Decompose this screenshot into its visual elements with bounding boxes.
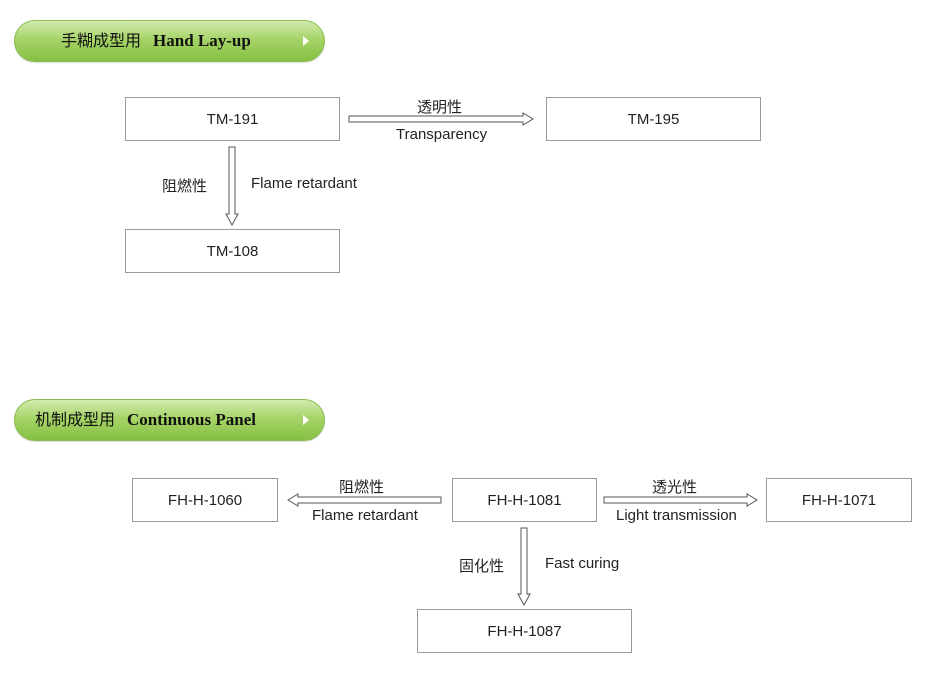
section-header-label: 手糊成型用 Hand Lay-up — [61, 21, 251, 61]
edge-label-flame-retardant-en: Flame retardant — [251, 175, 357, 192]
arrow-fh1081-to-fh1071 — [603, 493, 758, 507]
play-arrow-icon — [303, 36, 309, 46]
product-box-tm191[interactable]: TM-191 — [125, 97, 340, 141]
product-box-tm108[interactable]: TM-108 — [125, 229, 340, 273]
section-title-en: Hand Lay-up — [153, 31, 251, 50]
arrow-fh1081-to-fh1087 — [517, 527, 531, 607]
section-header-hand-layup[interactable]: 手糊成型用 Hand Lay-up — [14, 20, 325, 62]
play-arrow-icon — [303, 415, 309, 425]
product-label: FH-H-1087 — [487, 622, 562, 640]
product-label: TM-195 — [627, 110, 680, 128]
edge-label-fast-curing-en: Fast curing — [545, 555, 620, 572]
product-label: FH-H-1071 — [801, 491, 877, 509]
section-title-cn: 手糊成型用 — [61, 31, 142, 50]
product-label: FH-H-1081 — [487, 491, 562, 509]
edge-label-light-transmission-en: Light transmission — [616, 507, 737, 524]
section-header-label: 机制成型用 Continuous Panel — [35, 400, 256, 440]
section-title-cn: 机制成型用 — [35, 410, 116, 429]
product-box-tm195[interactable]: TM-195 — [546, 97, 761, 141]
edge-label-flame-retardant-en: Flame retardant — [312, 507, 418, 524]
product-label: FH-H-1060 — [167, 491, 243, 509]
edge-label-flame-retardant-cn: 阻燃性 — [162, 177, 208, 195]
product-label: TM-108 — [206, 242, 259, 260]
arrow-tm191-to-tm108 — [225, 146, 239, 227]
product-box-fh1087[interactable]: FH-H-1087 — [417, 609, 632, 653]
edge-label-flame-retardant-cn: 阻燃性 — [339, 478, 385, 496]
edge-label-light-transmission-cn: 透光性 — [652, 478, 698, 496]
section-title-en: Continuous Panel — [127, 410, 256, 429]
product-box-fh1071[interactable]: FH-H-1071 — [766, 478, 912, 522]
edge-label-fast-curing-cn: 固化性 — [459, 557, 505, 575]
section-header-continuous-panel[interactable]: 机制成型用 Continuous Panel — [14, 399, 325, 441]
product-label: TM-191 — [206, 110, 259, 128]
arrow-tm191-to-tm195 — [348, 112, 534, 126]
arrow-fh1081-to-fh1060 — [287, 493, 442, 507]
edge-label-transparency-en: Transparency — [396, 126, 488, 143]
product-box-fh1081[interactable]: FH-H-1081 — [452, 478, 597, 522]
edge-label-transparency-cn: 透明性 — [417, 98, 463, 116]
product-box-fh1060[interactable]: FH-H-1060 — [132, 478, 278, 522]
